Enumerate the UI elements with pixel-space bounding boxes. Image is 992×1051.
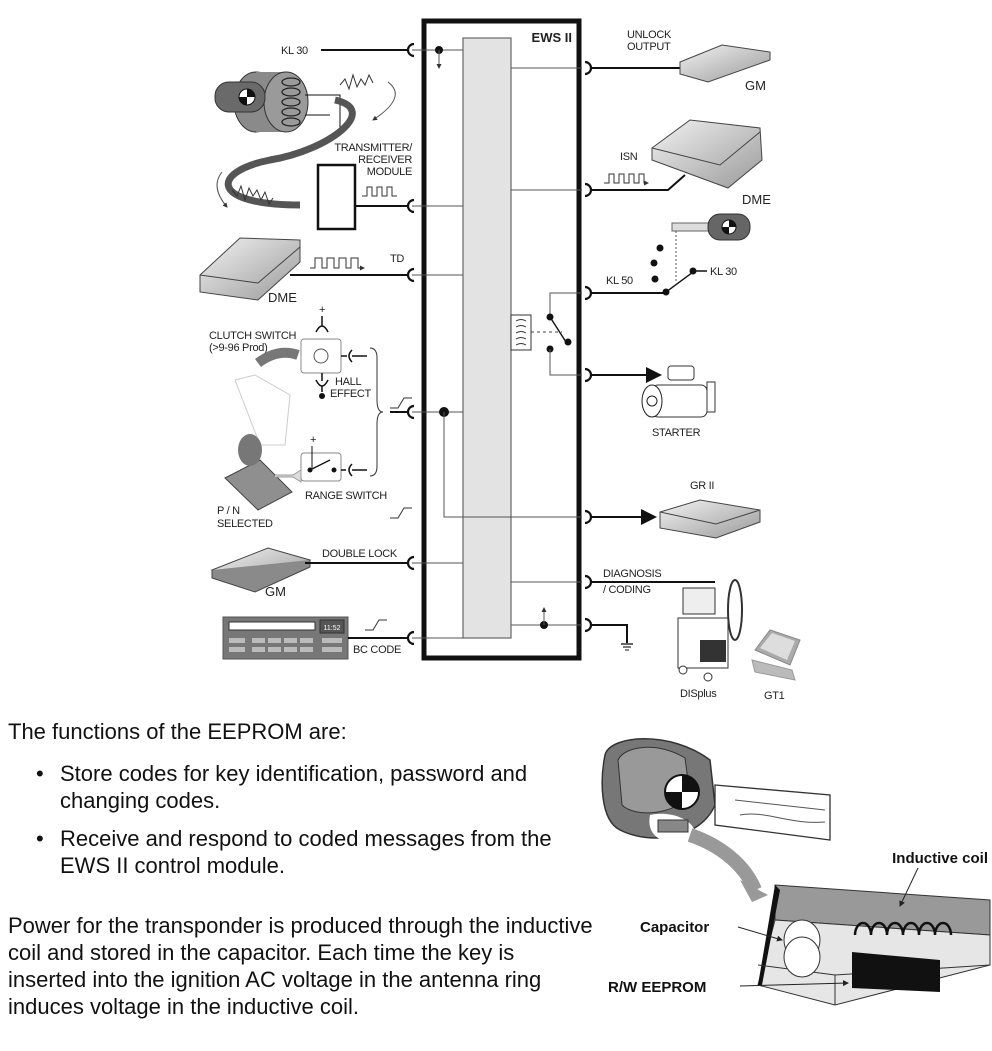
svg-text:+: +	[319, 304, 325, 316]
svg-text:DISplus: DISplus	[680, 688, 717, 700]
inductive-coil-label: Inductive coil	[892, 850, 988, 867]
transponder-power-paragraph: Power for the transponder is produced th…	[8, 913, 593, 1019]
svg-text:STARTER: STARTER	[652, 427, 701, 439]
bullet-icon: •	[36, 826, 44, 851]
svg-text:DME: DME	[268, 290, 297, 305]
zoom-arrow-icon	[687, 828, 762, 893]
key-fob-icon	[214, 81, 266, 113]
pedal-arrow-icon	[255, 347, 300, 368]
svg-text:OUTPUT: OUTPUT	[627, 41, 671, 53]
ews-ii-module: EWS II	[421, 18, 582, 661]
svg-text:KL 50: KL 50	[606, 275, 633, 287]
svg-text:GR II: GR II	[690, 480, 714, 492]
svg-text:HALL: HALL	[335, 376, 361, 388]
bullet-icon: •	[36, 761, 44, 786]
kl30-input: KL 30	[281, 45, 408, 57]
eeprom-chip	[852, 952, 940, 992]
right-connectors	[584, 60, 593, 633]
svg-text:BC CODE: BC CODE	[353, 644, 401, 656]
ews-processor-block	[462, 37, 512, 639]
list-item: •Store codes for key identification, pas…	[36, 761, 528, 813]
range-switch	[300, 452, 342, 482]
ring-antenna-assembly: TRANSMITTER/ RECEIVER MODULE	[214, 71, 414, 231]
gm-double-lock-device: GM DOUBLE LOCK	[210, 547, 408, 599]
svg-text:EFFECT: EFFECT	[330, 388, 372, 400]
starter-relay	[510, 292, 582, 376]
transmitter-receiver-module	[316, 163, 357, 231]
svg-text:ISN: ISN	[620, 151, 638, 163]
displus-tester-icon	[677, 579, 743, 682]
svg-text:MODULE: MODULE	[367, 166, 412, 178]
ignition-switch: KL 50 KL 30	[591, 213, 751, 296]
list-item: •Receive and respond to coded messages f…	[36, 826, 552, 878]
svg-text:RECEIVER: RECEIVER	[358, 154, 412, 166]
svg-text:GM: GM	[745, 78, 766, 93]
key-blade-icon	[714, 784, 831, 841]
svg-text:GT1: GT1	[764, 690, 785, 700]
clutch-pedal-icon	[234, 374, 291, 446]
gear-selector-icon	[224, 434, 302, 511]
clutch-range-switch-group: CLUTCH SWITCH (>9-96 Prod) + HALL EFFECT…	[209, 304, 412, 530]
svg-text:KL 30: KL 30	[710, 266, 737, 278]
eeprom-functions-list: •Store codes for key identification, pas…	[36, 760, 590, 890]
svg-text:KL 30: KL 30	[281, 45, 308, 57]
svg-text:UNLOCK: UNLOCK	[627, 29, 672, 41]
ground-symbol	[591, 624, 633, 651]
svg-text:+: +	[310, 434, 316, 446]
bc-code-device: 11:52 BC CODE	[222, 616, 408, 660]
key-head-icon	[601, 738, 716, 843]
svg-text:CLUTCH SWITCH: CLUTCH SWITCH	[209, 330, 297, 342]
svg-text:TD: TD	[390, 253, 404, 265]
ews-ii-wiring-diagram: EWS II	[199, 18, 801, 700]
transponder-detail	[757, 884, 991, 1006]
svg-text:/ CODING: / CODING	[603, 584, 651, 596]
capacitor-label: Capacitor	[640, 919, 709, 936]
key-transponder-figure: Inductive coil Capacitor R/W EEPROM	[601, 738, 991, 1006]
svg-text:11:52: 11:52	[324, 625, 341, 632]
svg-text:P / N: P / N	[217, 505, 240, 517]
eeprom-functions-intro: The functions of the EEPROM are:	[8, 719, 347, 744]
dme-isn-output-device: ISN DME	[591, 119, 771, 207]
svg-text:DIAGNOSIS: DIAGNOSIS	[603, 568, 661, 580]
hall-effect-switch	[300, 338, 342, 374]
svg-text:GM: GM	[265, 584, 286, 599]
eeprom-label: R/W EEPROM	[608, 979, 706, 996]
module-title: EWS II	[532, 30, 572, 45]
ignition-key-icon	[671, 213, 751, 241]
transponder-chip	[657, 819, 689, 833]
starter-motor-device: STARTER	[591, 365, 716, 439]
grii-output-device: GR II	[591, 480, 761, 539]
brace-icon	[369, 347, 384, 477]
left-connectors	[406, 42, 415, 646]
gm-unlock-output-device: UNLOCK OUTPUT GM	[591, 29, 771, 93]
gt1-tester-icon	[751, 629, 801, 681]
svg-text:DME: DME	[742, 192, 771, 207]
svg-text:DOUBLE LOCK: DOUBLE LOCK	[322, 548, 398, 560]
antenna-cable	[224, 96, 356, 209]
svg-text:RANGE SWITCH: RANGE SWITCH	[305, 490, 387, 502]
diagnosis-coding-output: DIAGNOSIS / CODING DISplus GT1	[591, 568, 801, 700]
inductive-coil-icon	[853, 921, 953, 936]
internal-wiring	[412, 46, 582, 639]
svg-text:SELECTED: SELECTED	[217, 518, 273, 530]
svg-text:(>9-96 Prod): (>9-96 Prod)	[209, 342, 267, 354]
svg-text:TRANSMITTER/: TRANSMITTER/	[334, 142, 413, 154]
dme-input-device: DME TD	[199, 237, 408, 305]
